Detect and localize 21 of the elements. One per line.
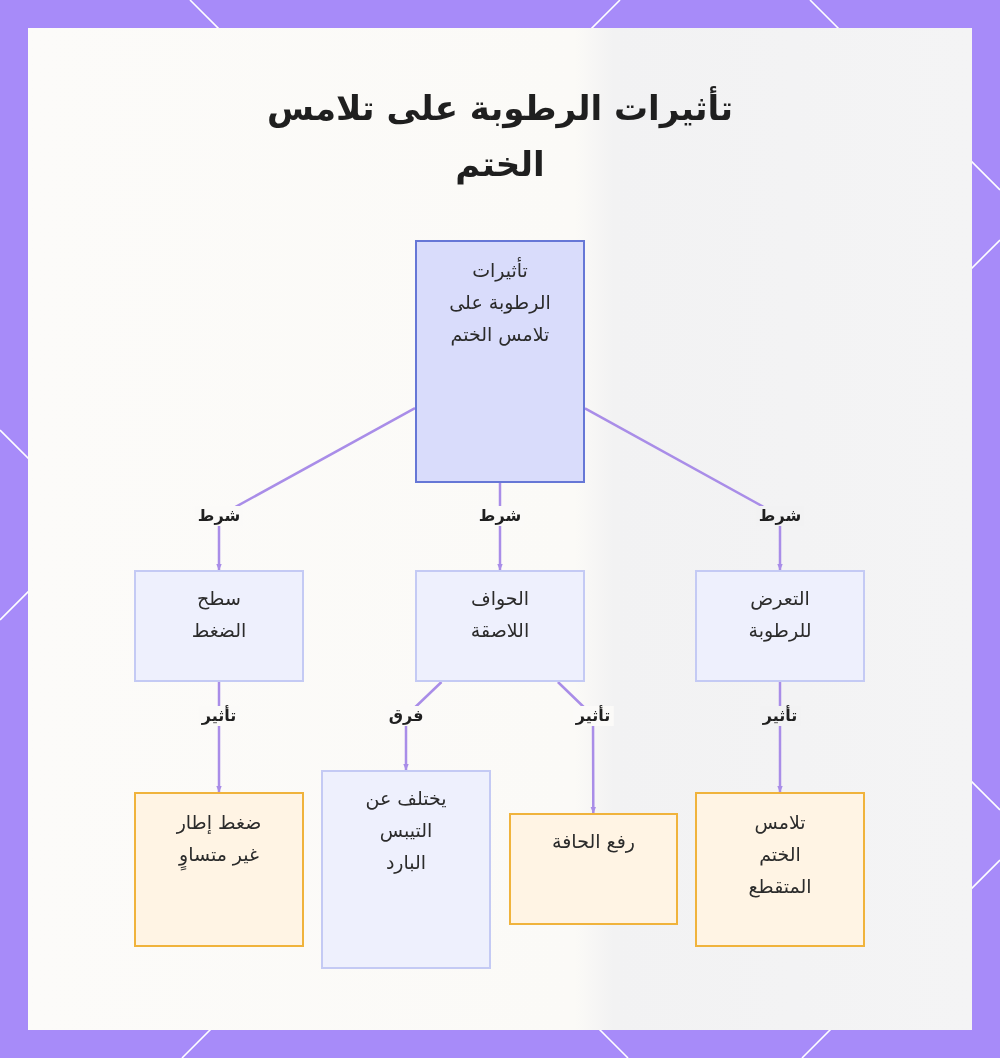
node-label: ضغط إطار غير متساوٍ bbox=[164, 806, 274, 870]
node-label: تلامس الختم المتقطع bbox=[747, 810, 813, 900]
outcome-box bbox=[695, 792, 865, 947]
diagram-title: تأثيرات الرطوبة على تلامس الختم bbox=[265, 85, 735, 187]
concept-box bbox=[695, 570, 865, 682]
topic-box bbox=[415, 240, 585, 483]
node-label: الحواف اللاصقة bbox=[469, 586, 531, 643]
node-label: يختلف عن التيبس البارد bbox=[364, 786, 448, 876]
arrow bbox=[557, 681, 597, 814]
node-label: رفع الحافة bbox=[551, 829, 636, 855]
outcome-box bbox=[509, 813, 678, 925]
node-label: سطح الضغط bbox=[190, 586, 248, 643]
arrow bbox=[584, 407, 783, 571]
concept-box bbox=[134, 570, 304, 682]
outcome-box bbox=[134, 792, 304, 947]
edge-label: تأثير bbox=[572, 706, 614, 726]
node-label: التعرض للرطوبة bbox=[747, 586, 813, 644]
concept-box bbox=[321, 770, 491, 969]
node-label: تأثيرات الرطوبة على تلامس الختم bbox=[448, 256, 552, 348]
arrow bbox=[216, 407, 416, 571]
concept-box bbox=[415, 570, 585, 682]
